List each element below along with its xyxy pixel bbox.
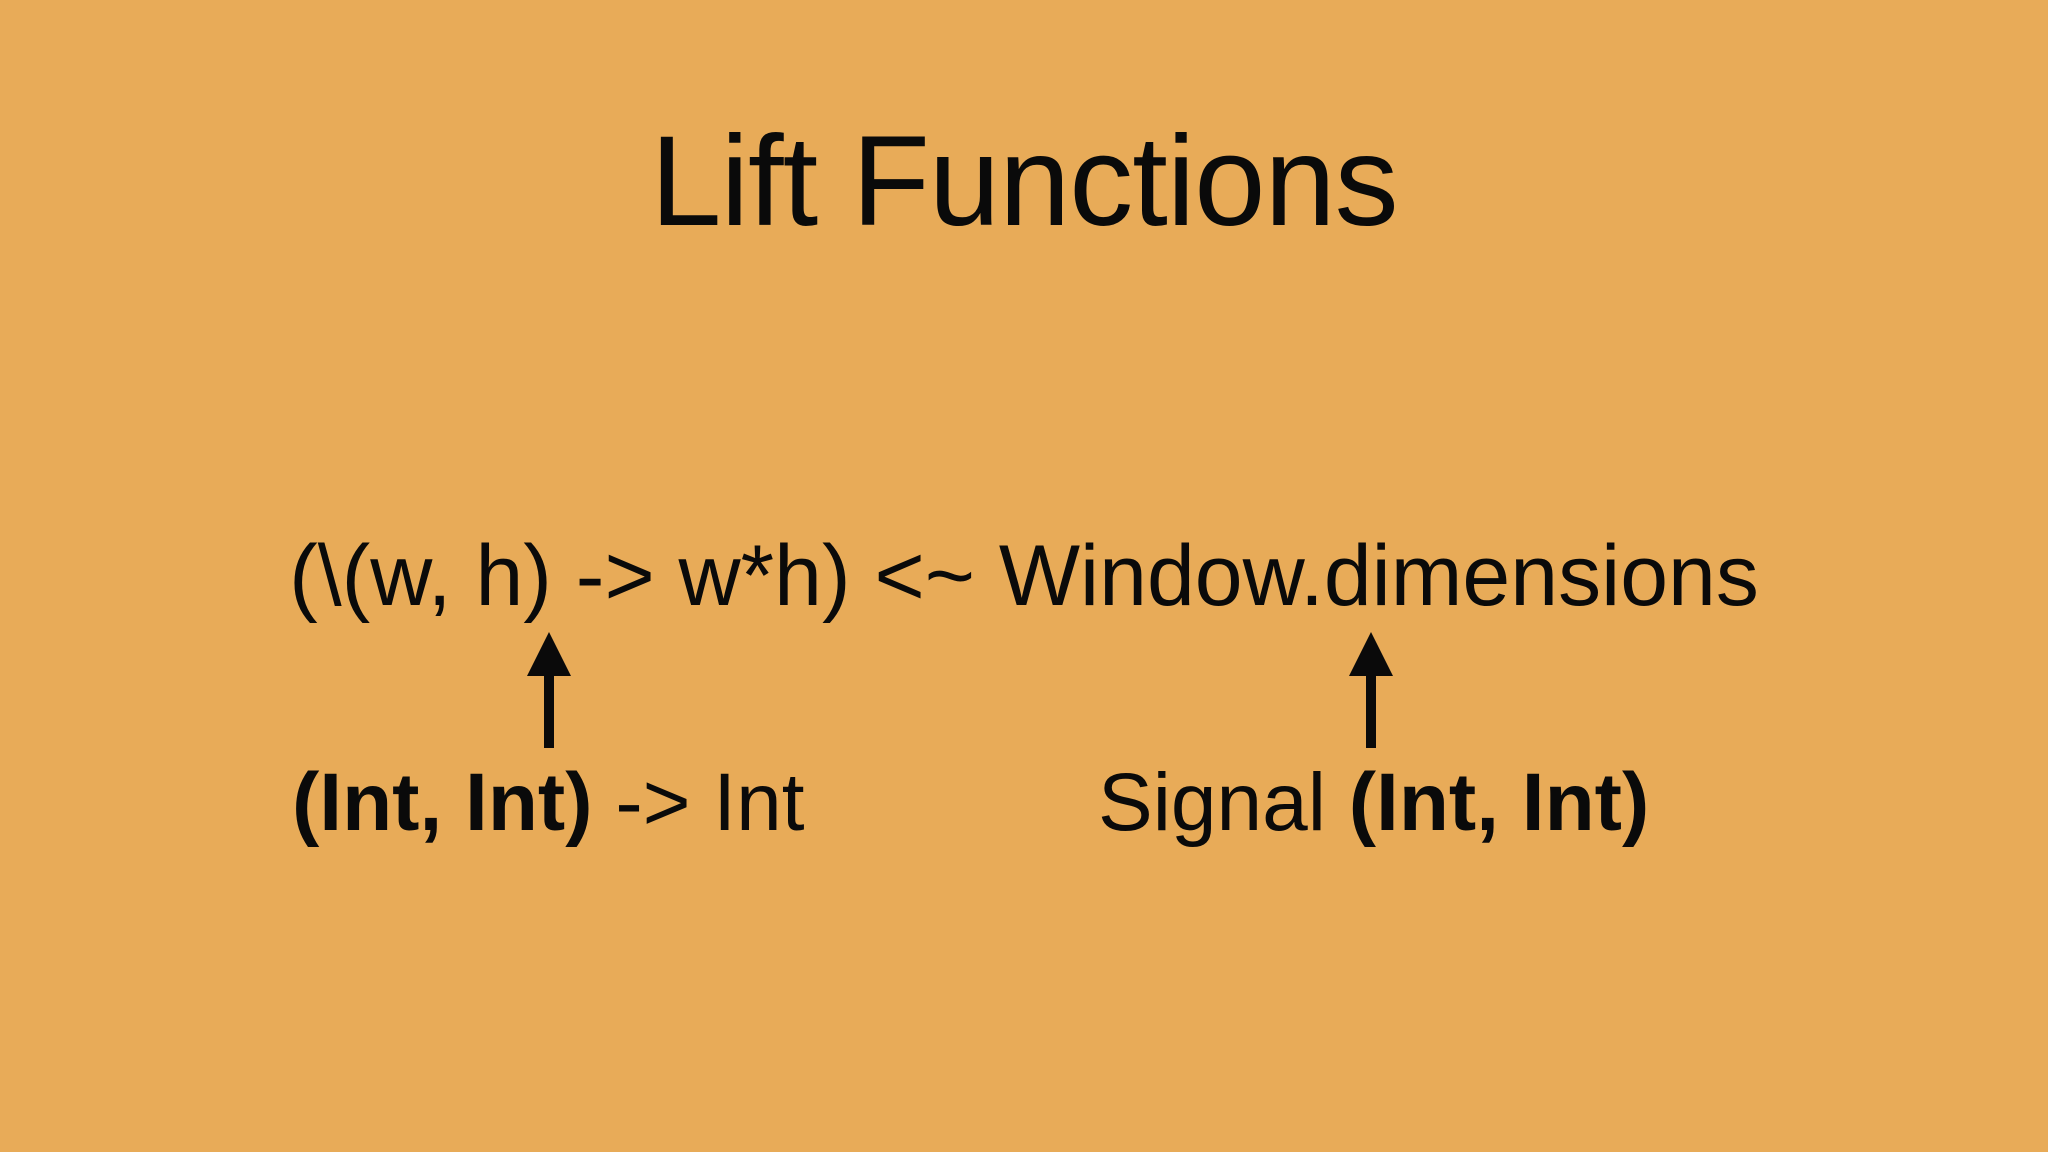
code-expression: (\(w, h) -> w*h) <~ Window.dimensions: [289, 528, 1759, 624]
signal-keyword: Signal: [1098, 757, 1349, 848]
up-arrow-icon: [527, 632, 571, 748]
up-arrow-icon: [1349, 632, 1393, 748]
return-type: -> Int: [592, 757, 805, 848]
signal-type-annotation: Signal (Int, Int): [1098, 762, 1649, 844]
function-type-annotation: (Int, Int) -> Int: [292, 762, 804, 844]
slide-title: Lift Functions: [650, 110, 1398, 253]
tuple-type: (Int, Int): [292, 757, 593, 848]
tuple-type: (Int, Int): [1348, 757, 1650, 848]
